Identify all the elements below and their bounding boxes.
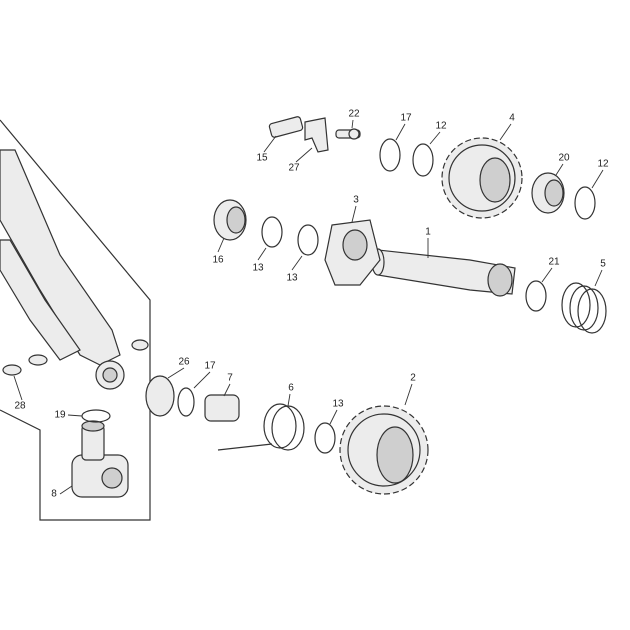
callout-20: 20 [558, 153, 570, 164]
washer-icon [525, 280, 547, 312]
callout-4: 4 [509, 113, 515, 124]
callout-21: 21 [548, 257, 560, 268]
callout-16: 16 [212, 255, 224, 266]
washer-icon [314, 422, 336, 454]
kickstart-lever-group [0, 119, 151, 521]
callout-17a: 17 [400, 113, 412, 124]
callout-17b: 17 [204, 361, 216, 372]
shaft-group [371, 248, 516, 297]
sleeve-icon [204, 394, 240, 422]
gear-4-group [441, 137, 523, 219]
callout-12b: 12 [597, 159, 609, 170]
kickstart-lever-icon [0, 149, 121, 366]
washer-icon [412, 143, 434, 177]
plate-group [268, 116, 361, 153]
callout-5: 5 [600, 259, 606, 270]
spring-icon [263, 403, 297, 449]
bracket-icon [304, 117, 329, 153]
callout-26: 26 [178, 357, 190, 368]
callout-13c: 13 [332, 399, 344, 410]
circlip-icon [379, 138, 401, 172]
callout-15: 15 [256, 153, 268, 164]
callout-6: 6 [288, 383, 294, 394]
callout-3: 3 [353, 195, 359, 206]
callout-2: 2 [410, 373, 416, 384]
callout-13b: 13 [286, 273, 298, 284]
callout-7: 7 [227, 373, 233, 384]
plate-icon [268, 116, 304, 138]
callout-8: 8 [51, 489, 57, 500]
callout-27: 27 [288, 163, 300, 174]
spring-pin-icon [2, 364, 22, 376]
o-ring-icon [81, 409, 111, 423]
washer-icon [261, 216, 283, 248]
callout-28: 28 [14, 401, 26, 412]
callout-labels: 1 2 3 4 5 6 7 8 12 12 13 13 13 15 16 17 … [14, 109, 609, 500]
spring-icon [561, 282, 591, 328]
callout-13a: 13 [252, 263, 264, 274]
circlip-icon [177, 387, 195, 417]
bushing-icon [145, 375, 175, 417]
bearings-washers [145, 138, 596, 454]
gear-2-group [339, 405, 429, 495]
leader-lines [13, 119, 604, 495]
washer-icon [297, 224, 319, 256]
callout-1: 1 [425, 227, 431, 238]
ratchet-group [324, 219, 381, 286]
callout-19: 19 [54, 410, 66, 421]
callout-22: 22 [348, 109, 360, 120]
washer-icon [574, 186, 596, 220]
callout-12a: 12 [435, 121, 447, 132]
